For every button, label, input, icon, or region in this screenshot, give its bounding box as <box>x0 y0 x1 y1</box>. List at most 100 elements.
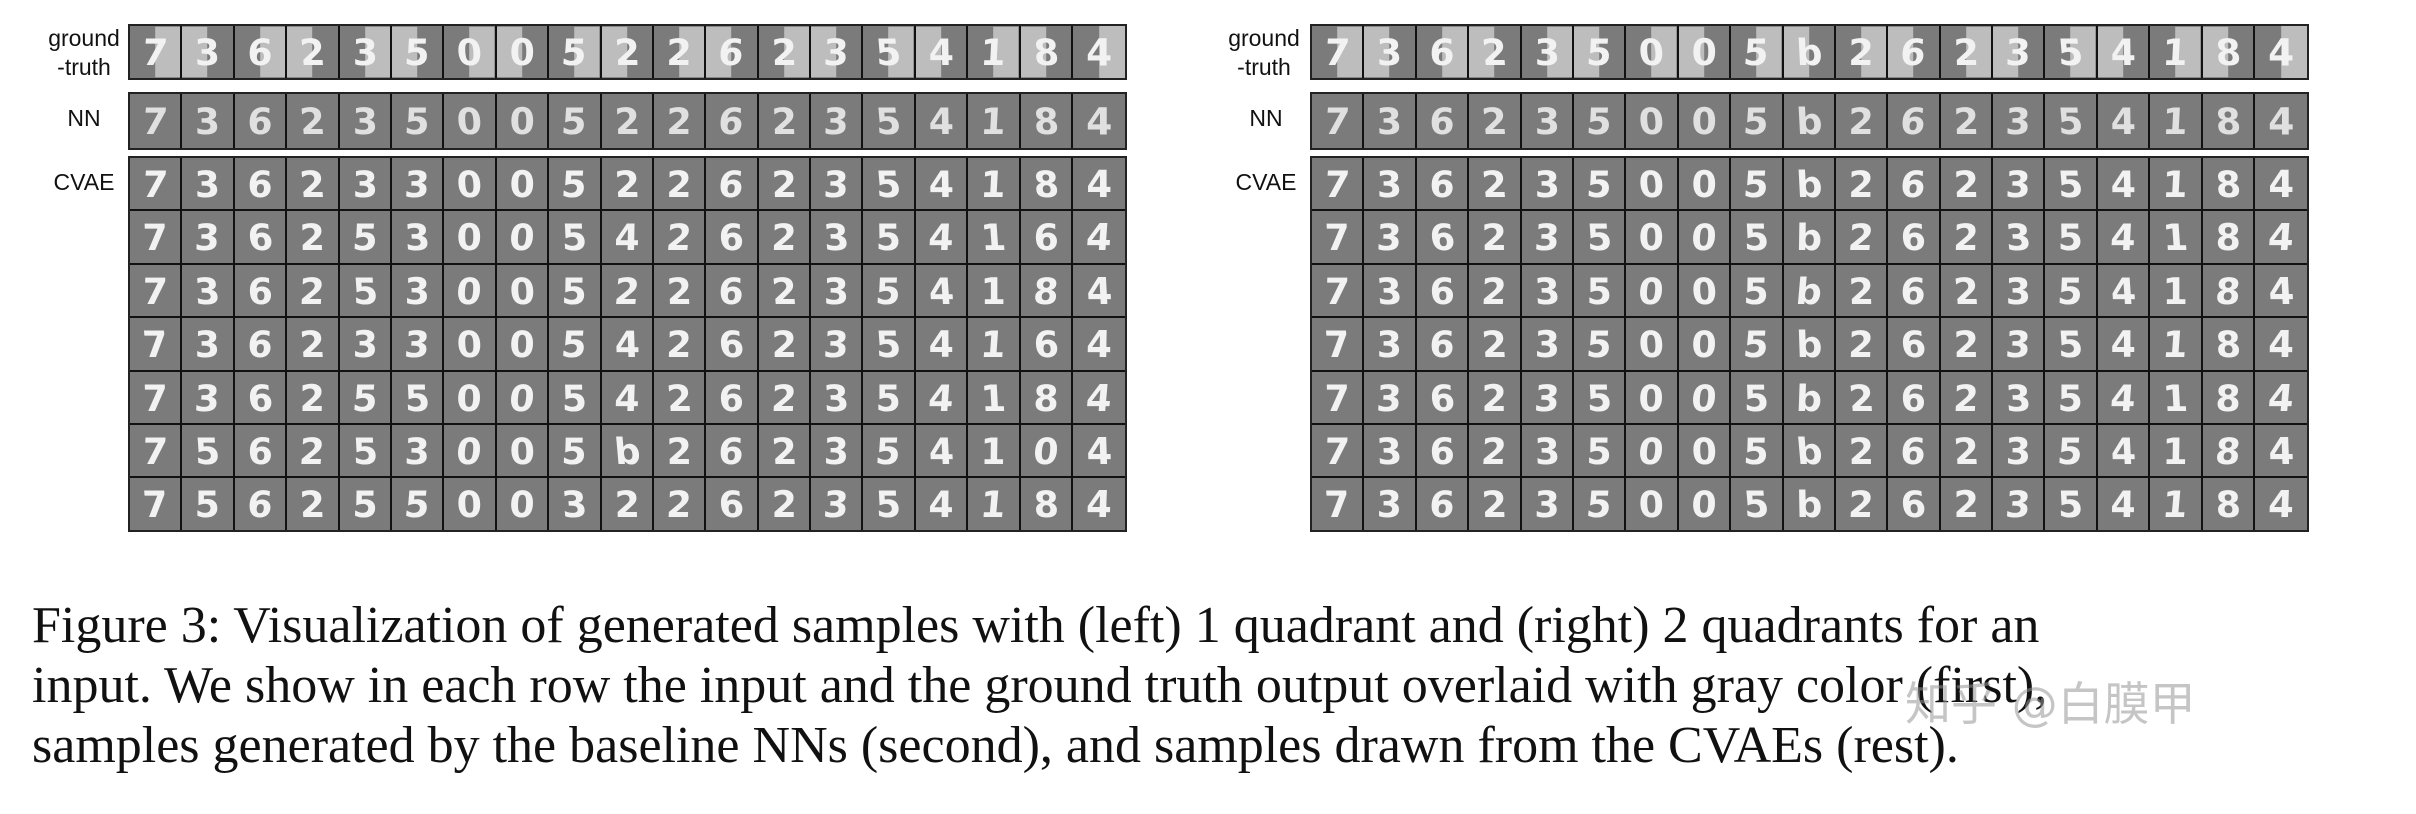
digit-glyph: 0 <box>1690 216 1718 259</box>
digit-cell: 0 <box>496 371 550 423</box>
digit-cell: 7 <box>1312 94 1365 148</box>
digit-image: 1 <box>981 270 1006 313</box>
digit-glyph: 4 <box>2110 323 2135 366</box>
digit-glyph: 2 <box>1952 270 1981 313</box>
digit-image: 2 <box>299 483 327 526</box>
digit-image: 3 <box>352 323 377 366</box>
digit-cell: 2 <box>1835 94 1889 148</box>
gray-overlay <box>1651 26 1677 78</box>
digit-image: 3 <box>1533 270 1561 313</box>
digit-image: 3 <box>2004 483 2032 526</box>
gray-overlay <box>496 26 522 78</box>
digit-glyph: 5 <box>402 483 431 526</box>
digit-glyph: 6 <box>718 270 745 313</box>
digit-cell: 3 <box>549 478 602 530</box>
digit-cell: 5 <box>391 371 445 423</box>
digit-glyph: 5 <box>561 216 589 259</box>
digit-glyph: 2 <box>664 216 693 259</box>
digit-cell: 4 <box>2255 264 2308 317</box>
gray-overlay <box>679 26 705 78</box>
digit-cell: 5 <box>1573 424 1627 477</box>
gray-overlay <box>287 26 313 78</box>
digit-glyph: 2 <box>1480 323 1508 366</box>
digit-image: 5 <box>2056 430 2084 473</box>
digit-cell: 0 <box>1626 158 1679 210</box>
digit-cell: 7 <box>130 264 183 317</box>
digit-cell: 6 <box>706 371 759 423</box>
digit-cell: 8 <box>2202 424 2256 477</box>
digit-glyph: 6 <box>246 323 274 366</box>
digit-cell: 4 <box>2097 318 2151 370</box>
digit-image: 2 <box>614 483 640 526</box>
digit-glyph: 6 <box>1899 163 1928 206</box>
digit-glyph: 2 <box>1847 483 1875 526</box>
digit-image: 0 <box>1638 100 1666 143</box>
digit-glyph: 5 <box>875 270 903 313</box>
digit-glyph: 4 <box>1085 270 1113 313</box>
digit-cell: 4 <box>915 26 969 78</box>
digit-glyph: 4 <box>928 323 953 366</box>
digit-cell: 2 <box>758 318 812 370</box>
digit-image: 0 <box>1690 483 1717 526</box>
digit-image: 2 <box>1846 216 1875 259</box>
digit-image: 4 <box>1084 377 1114 420</box>
digit-image: 6 <box>1900 216 1927 259</box>
digit-cell: 1 <box>968 26 1021 78</box>
digit-glyph: 3 <box>352 31 378 74</box>
digit-image: 0 <box>1691 100 1716 143</box>
digit-cell: 0 <box>1678 371 1732 423</box>
digit-cell: 0 <box>1626 264 1679 317</box>
digit-image: 1 <box>2162 430 2188 473</box>
digit-glyph: 6 <box>247 270 273 313</box>
digit-glyph: 2 <box>1482 376 1507 419</box>
digit-image: 0 <box>1638 26 1677 78</box>
digit-glyph: 3 <box>1534 483 1560 526</box>
digit-glyph: 4 <box>927 216 955 259</box>
digit-cell: 5 <box>2045 371 2098 423</box>
digit-cell: 3 <box>1364 318 1417 370</box>
digit-image: 2 <box>666 163 692 206</box>
digit-cell: 5 <box>1731 264 1784 317</box>
digit-image: 4 <box>614 216 640 259</box>
digit-cell: 6 <box>1888 478 1941 530</box>
digit-image: 3 <box>1376 100 1403 143</box>
digit-glyph: 6 <box>1032 323 1060 366</box>
digit-cell: 3 <box>391 264 445 317</box>
digit-glyph: 5 <box>1742 483 1771 526</box>
gray-overlay <box>1965 26 1992 78</box>
digit-glyph: b <box>1795 376 1822 419</box>
digit-glyph: 2 <box>666 323 693 366</box>
digit-cell: 1 <box>968 371 1021 423</box>
digit-glyph: 3 <box>1534 323 1559 366</box>
digit-cell: 5 <box>549 94 602 148</box>
digit-image: 6 <box>1429 270 1455 313</box>
digit-cell: 0 <box>1626 318 1679 370</box>
digit-image: 5 <box>402 483 431 526</box>
digit-glyph: 3 <box>1376 216 1403 259</box>
digit-cell: 5 <box>1731 478 1784 530</box>
digit-glyph: 0 <box>456 323 484 366</box>
digit-cell: 3 <box>1364 371 1417 423</box>
digit-image: 3 <box>822 376 850 419</box>
digit-image: 8 <box>1033 376 1059 419</box>
digit-image: 0 <box>1690 270 1718 313</box>
digit-glyph: 0 <box>456 31 484 74</box>
digit-glyph: 4 <box>928 31 954 74</box>
digit-cell: 3 <box>1521 26 1574 78</box>
digit-image: 4 <box>2110 100 2136 143</box>
digit-image: 5 <box>2056 100 2085 143</box>
digit-cell: 2 <box>1835 158 1889 210</box>
gray-overlay <box>1337 26 1363 78</box>
digit-cell: 2 <box>1940 211 1994 263</box>
digit-cell: 2 <box>1940 26 1994 78</box>
digit-glyph: 3 <box>822 323 850 366</box>
digit-glyph: 3 <box>404 430 430 473</box>
ground-truth-label: ground -truth <box>40 24 128 82</box>
digit-cell: 4 <box>915 211 969 263</box>
digit-image: 2 <box>1848 100 1874 143</box>
digit-glyph: 5 <box>2057 323 2085 366</box>
digit-image: 0 <box>455 430 484 473</box>
digit-glyph: 4 <box>927 270 955 313</box>
